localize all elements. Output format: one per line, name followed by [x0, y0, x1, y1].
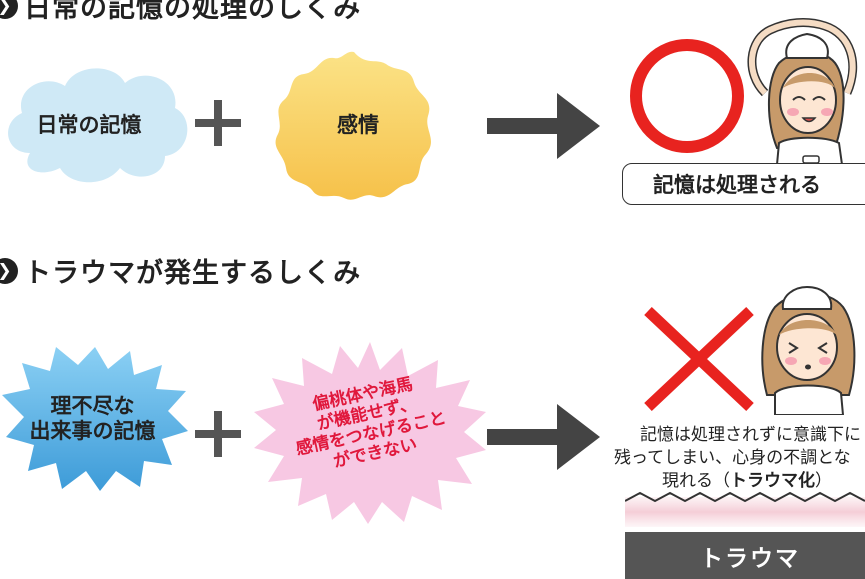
star-burst-shape — [254, 342, 486, 524]
trauma-label-bar: トラウマ — [625, 532, 865, 579]
arrow-right-icon — [487, 93, 600, 159]
chevron-right-icon: ❯ — [0, 0, 18, 19]
plus-icon — [195, 100, 241, 146]
plus-icon — [195, 411, 241, 457]
trauma-label: トラウマ — [700, 545, 800, 572]
result-label-box: 記憶は処理される — [622, 163, 865, 205]
desc-line3-prefix: 現れる（ — [662, 471, 730, 491]
trauma-description: 記憶は処理されずに意識下に 残ってしまい、心身の不調とな 現れる（トラウマ化） — [614, 424, 865, 493]
cloud-shape — [8, 68, 188, 183]
nurse-happy-illustration — [747, 18, 858, 186]
spiky-shape — [2, 347, 188, 491]
desc-line1: 記憶は処理されずに意識下に — [640, 425, 861, 445]
emotion-burst-shape — [275, 51, 431, 200]
burst-fill — [275, 51, 431, 200]
ok-circle-icon — [630, 39, 744, 153]
cloud-label: 日常の記憶 — [36, 113, 142, 137]
section-heading-trauma-text: トラウマが発生するしくみ — [24, 258, 362, 289]
cloud-fill — [8, 68, 188, 183]
burst-label: 感情 — [337, 113, 379, 137]
result-label: 記憶は処理される — [653, 173, 821, 197]
spiky-label: 理不尽な 出来事の記憶 — [5, 394, 180, 444]
spiky-label-line1: 理不尽な — [50, 394, 135, 418]
section-heading-daily-text: 日常の記憶の処理のしくみ — [24, 0, 362, 24]
star-fill — [254, 342, 486, 524]
section-heading-trauma: ❯ トラウマが発生するしくみ — [0, 251, 361, 290]
zigzag-divider — [625, 491, 865, 527]
spiky-fill — [2, 347, 188, 491]
ng-cross-icon — [644, 306, 754, 412]
desc-line3: 現れる（トラウマ化） — [614, 470, 865, 493]
chevron-right-icon: ❯ — [0, 257, 18, 284]
nurse-troubled-illustration — [761, 285, 856, 415]
desc-line3-suffix: ） — [815, 471, 832, 491]
desc-line2: 残ってしまい、心身の不調とな — [614, 448, 851, 468]
arrow-right-icon — [487, 404, 600, 470]
desc-line3-bold: トラウマ化 — [730, 471, 815, 491]
section-heading-daily: ❯ 日常の記憶の処理のしくみ — [0, 0, 361, 25]
spiky-label-line2: 出来事の記憶 — [29, 419, 156, 443]
